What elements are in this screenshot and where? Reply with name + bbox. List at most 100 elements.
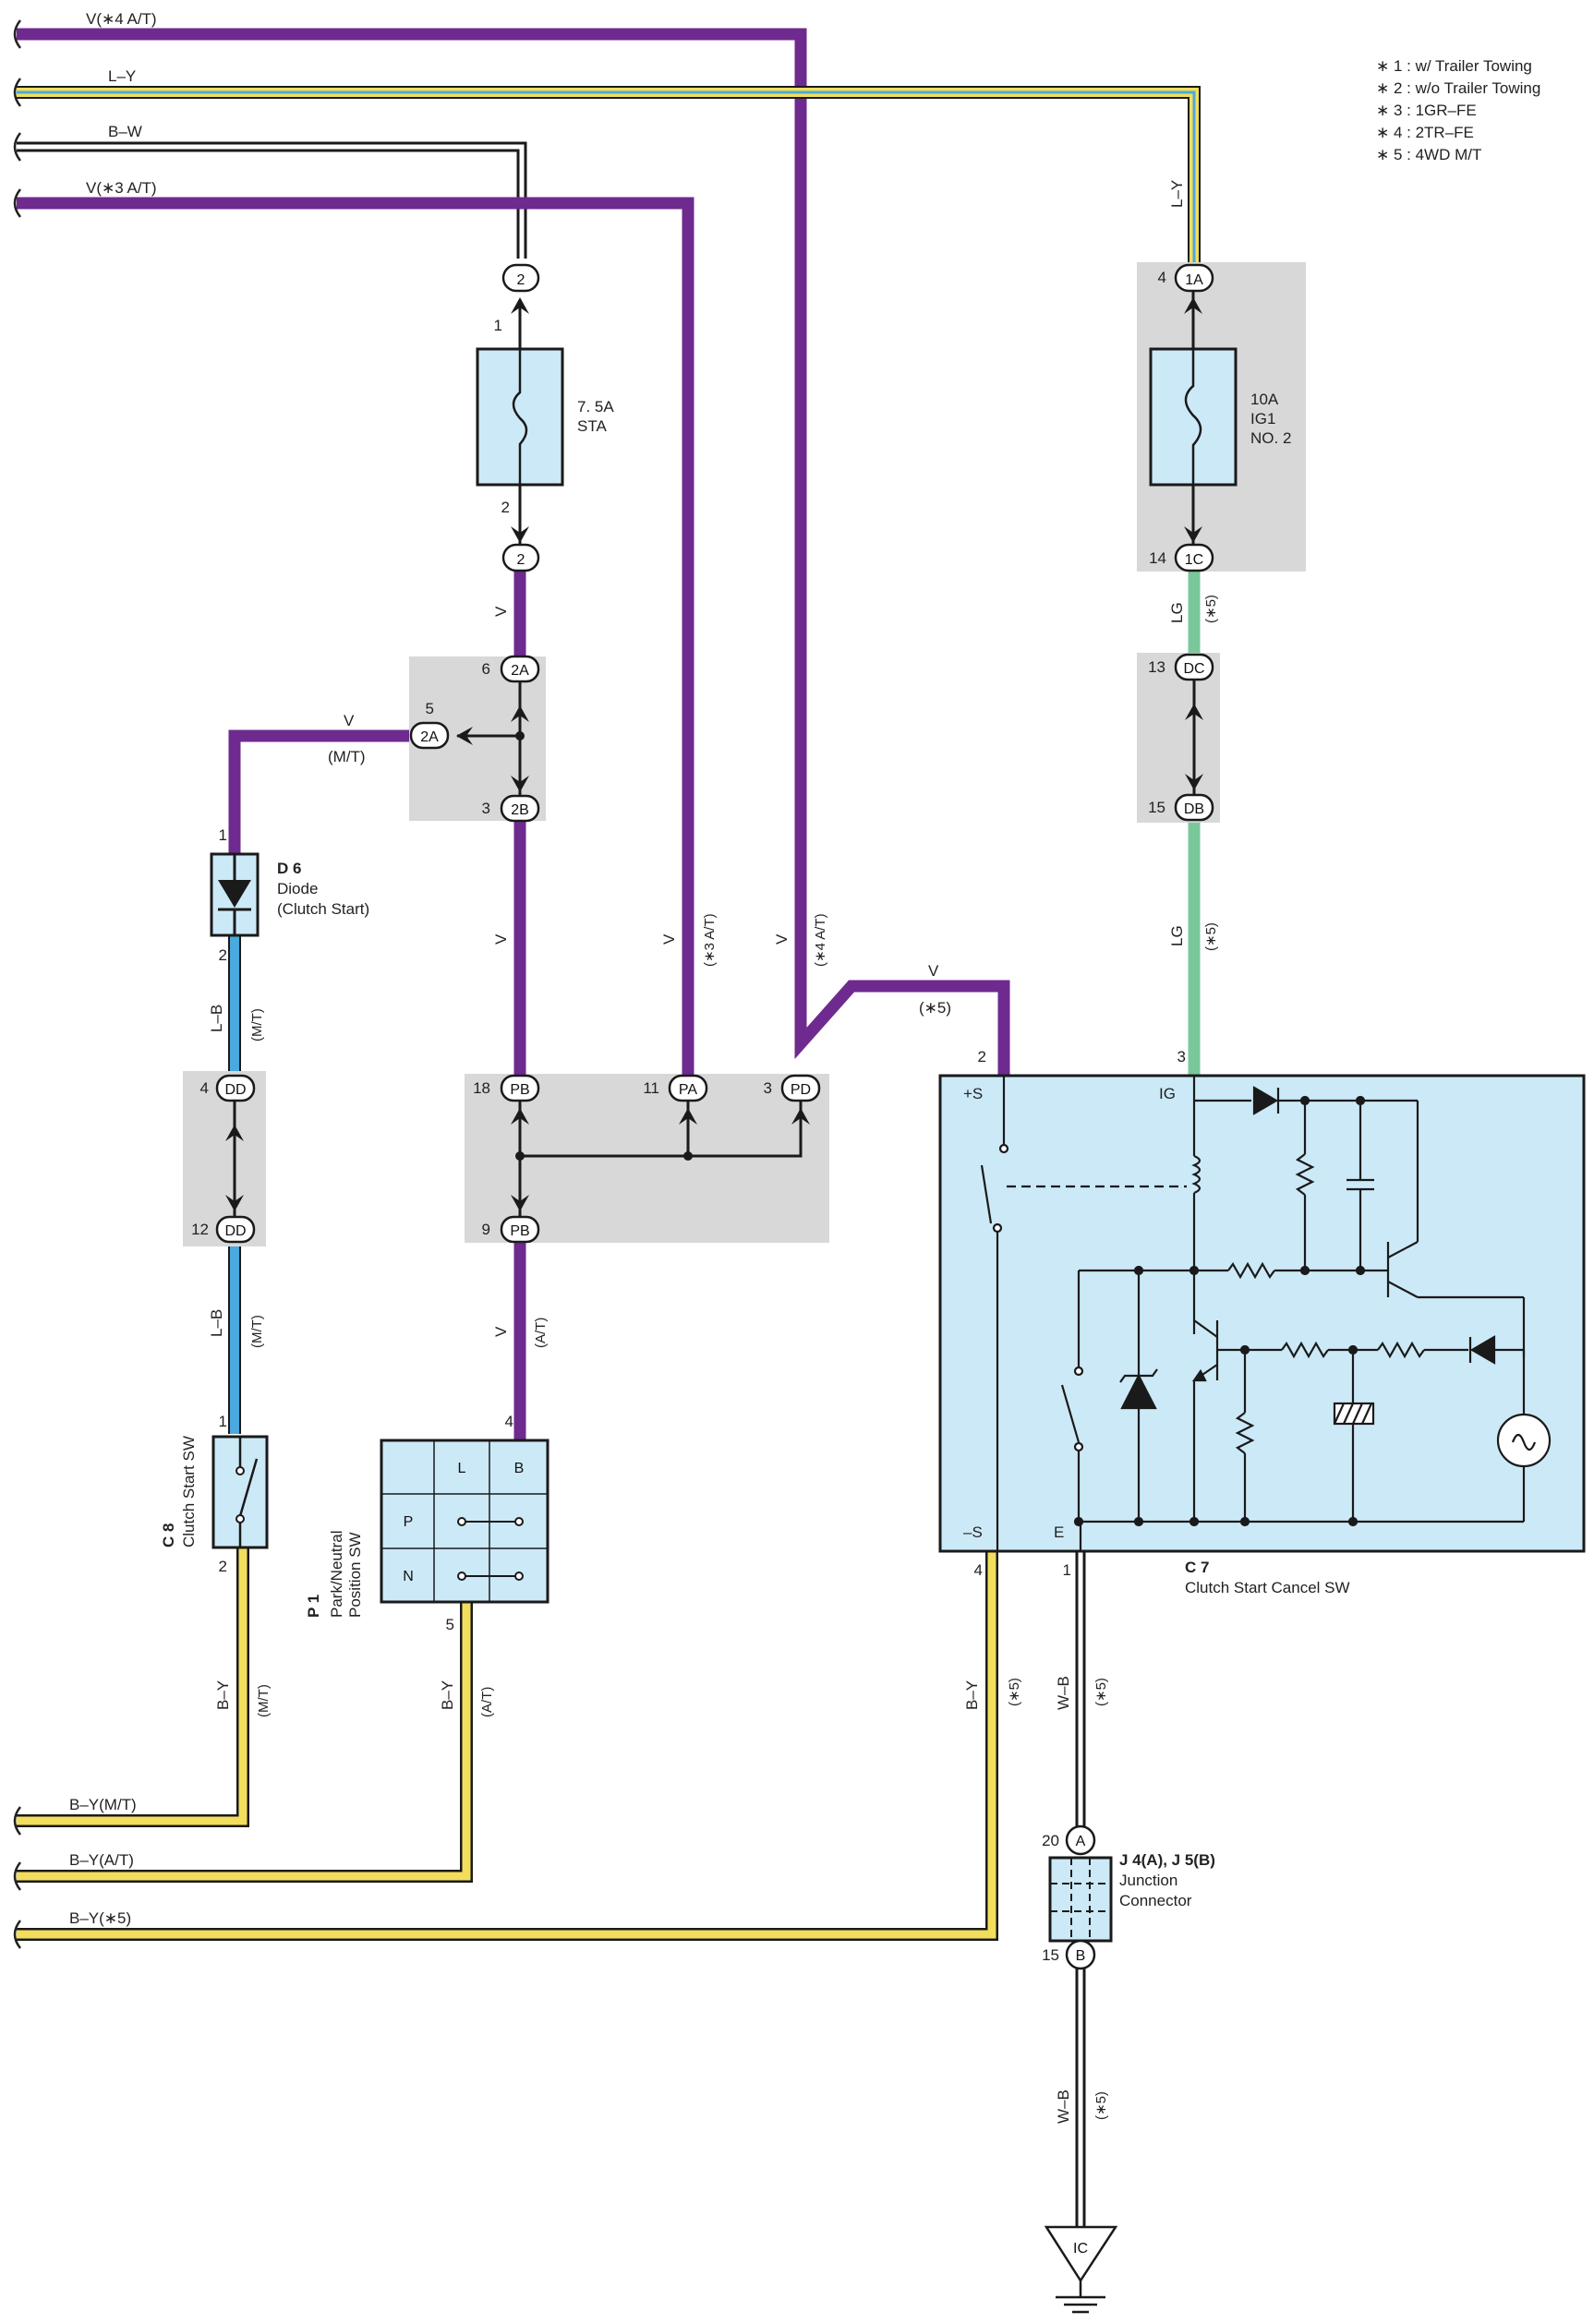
wire-label: (M/T)	[256, 1684, 272, 1717]
p1-row-n: N	[403, 1569, 414, 1584]
connector-1c: 1C	[1174, 526, 1214, 572]
svg-text:2A: 2A	[420, 729, 439, 745]
wire-label: B–Y(∗5)	[69, 1909, 131, 1927]
svg-text:DD: DD	[224, 1082, 246, 1098]
pin-label: 4	[200, 1079, 209, 1097]
svg-text:2B: 2B	[511, 802, 529, 818]
j4-name: Junction	[1119, 1872, 1177, 1889]
connector-b: B	[1065, 1939, 1096, 1970]
pin-label: 18	[473, 1079, 490, 1097]
p1-col-l: L	[458, 1461, 466, 1476]
svg-text:B: B	[1076, 1948, 1086, 1964]
pin-label: 2	[219, 946, 227, 964]
wire-v-3at	[17, 197, 694, 1076]
fuse-ig1-number: NO. 2	[1250, 429, 1291, 447]
svg-text:PB: PB	[510, 1223, 529, 1239]
c7-terminal-e: E	[1054, 1523, 1064, 1541]
wire-label: V	[928, 962, 939, 980]
connector-pd: PD	[780, 1074, 821, 1102]
pin-label: 4	[1158, 269, 1166, 286]
c7-terminal-plus-s: +S	[963, 1085, 983, 1102]
fuse-ig1-name: IG1	[1250, 410, 1275, 427]
junction-box-pb-pa-pd	[465, 1074, 829, 1243]
connector-pb-top: PB	[500, 1074, 540, 1102]
svg-text:PB: PB	[510, 1082, 529, 1098]
pin-label: 13	[1148, 658, 1165, 676]
wire-label: (M/T)	[249, 1315, 265, 1348]
p1-name-2: Position SW	[346, 1532, 364, 1618]
c8-code: C 8	[160, 1523, 177, 1547]
legend-item: ∗ 4 : 2TR–FE	[1376, 124, 1474, 141]
wire-label: V	[344, 712, 355, 729]
svg-text:2: 2	[517, 272, 525, 288]
pin-label: 5	[446, 1616, 454, 1633]
pin-label: 3	[764, 1079, 772, 1097]
wire-label: LG	[1168, 925, 1186, 946]
svg-text:1C: 1C	[1185, 552, 1203, 568]
wire-label: V(∗3 A/T)	[86, 179, 157, 197]
wire-v-mt	[228, 729, 409, 854]
junction-connector-j4-j5	[1048, 1856, 1113, 1943]
wire-break-marks	[13, 19, 22, 1949]
pin-label: 2	[501, 499, 510, 516]
connector-pb-bottom: PB	[500, 1215, 540, 1244]
p1-name: Park/Neutral	[328, 1531, 345, 1618]
wire-label: B–Y	[963, 1680, 981, 1710]
connector-a: A	[1065, 1824, 1096, 1856]
p1-code: P 1	[305, 1595, 322, 1618]
wire-label: V	[660, 933, 678, 945]
wire-label: (∗5)	[1007, 1678, 1022, 1706]
legend-item: ∗ 3 : 1GR–FE	[1376, 102, 1477, 119]
wire-label: V(∗4 A/T)	[86, 10, 157, 28]
connector-dc: DC	[1174, 653, 1214, 681]
svg-text:1A: 1A	[1185, 272, 1203, 288]
wire-label: W–B	[1055, 2089, 1072, 2124]
wire-label: (A/T)	[479, 1687, 495, 1717]
pin-label: 15	[1042, 1946, 1059, 1964]
wire-label: V	[773, 933, 791, 945]
pin-label: 1	[219, 826, 227, 844]
connector-2a-side: 2A	[409, 721, 450, 750]
svg-text:DB: DB	[1184, 801, 1204, 817]
pin-label: 5	[426, 700, 434, 717]
svg-text:2: 2	[517, 552, 525, 568]
legend-item: ∗ 2 : w/o Trailer Towing	[1376, 79, 1540, 97]
wire-label: V	[492, 606, 510, 617]
wire-label: (∗5)	[1093, 2091, 1109, 2120]
wire-label: (∗4 A/T)	[813, 913, 828, 967]
p1-col-b: B	[514, 1461, 525, 1476]
wire-label: L–B	[208, 1309, 225, 1337]
pin-label: 2	[219, 1558, 227, 1575]
wire-label: L–B	[208, 1005, 225, 1032]
wire-b-y-mt	[17, 1547, 249, 1827]
svg-text:IC: IC	[1073, 2241, 1088, 2257]
legend-item: ∗ 5 : 4WD M/T	[1376, 146, 1481, 163]
wire-label: B–Y	[439, 1680, 456, 1710]
wire-label: (∗5)	[1203, 922, 1219, 951]
connector-1a: 1A	[1174, 263, 1214, 314]
pin-label: 1	[494, 317, 502, 334]
wire-label: B–Y	[214, 1680, 232, 1710]
pin-label: 14	[1149, 549, 1166, 567]
c7-internal-circuit	[980, 1076, 1552, 1551]
d6-code: D 6	[277, 860, 301, 877]
pin-label: 20	[1042, 1832, 1059, 1849]
pin-label: 9	[482, 1221, 490, 1238]
pin-label: 12	[191, 1221, 209, 1238]
c7-terminal-ig: IG	[1159, 1085, 1176, 1102]
connector-dd-bottom: DD	[215, 1215, 256, 1244]
p1-row-p: P	[404, 1514, 414, 1530]
connector-pa: PA	[668, 1074, 708, 1102]
wire-label: (M/T)	[249, 1008, 265, 1042]
c7-name: Clutch Start Cancel SW	[1185, 1579, 1350, 1596]
j4-name-2: Connector	[1119, 1892, 1192, 1909]
diode-symbol	[218, 880, 251, 908]
connector-dd-top: DD	[215, 1074, 256, 1102]
pin-label: 11	[643, 1079, 659, 1097]
fuse-ig1-rating: 10A	[1250, 391, 1279, 408]
c8-name: Clutch Start SW	[180, 1436, 198, 1547]
fuse-ig1-element	[1184, 349, 1202, 485]
pin-label: 4	[974, 1561, 983, 1579]
fuse-sta-rating: 7. 5A	[577, 398, 614, 415]
